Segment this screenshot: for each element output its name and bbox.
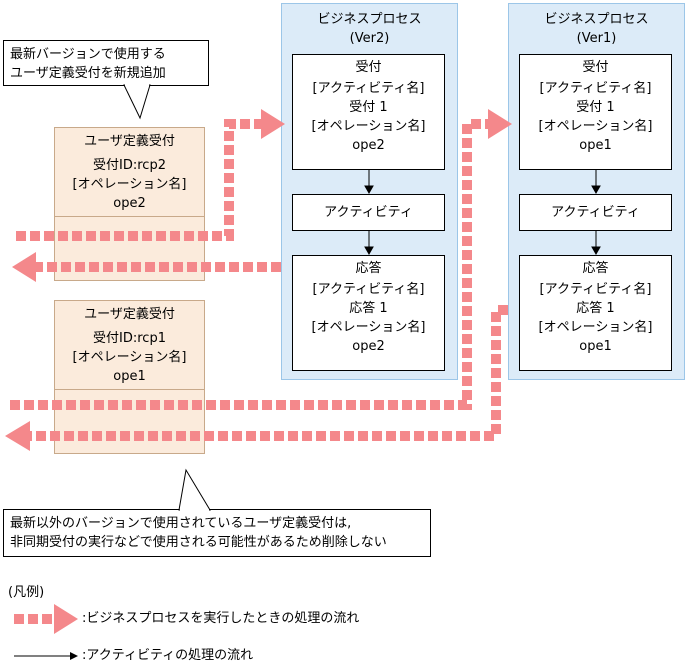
callout-bottom-tail xyxy=(178,468,211,511)
receive-activity-label: [アクティビティ名] xyxy=(312,81,425,96)
process-title-line2: (Ver2) xyxy=(349,31,390,46)
flow-rcp2-to-ver2 xyxy=(16,119,263,241)
activity-box: アクティビティ xyxy=(292,194,445,231)
callout-line1: 最新バージョンで使用する xyxy=(10,47,166,62)
process-title-line1: ビジネスプロセス xyxy=(317,12,422,27)
response-activity-name: 応答 1 xyxy=(349,301,388,316)
udr-divider xyxy=(55,216,204,217)
response-title: 応答 xyxy=(582,261,609,276)
response-activity-box: 応答 [アクティビティ名] 応答 1 [オペレーション名] ope2 xyxy=(292,255,445,371)
activity-arrows xyxy=(364,170,601,256)
response-operation-label: [オペレーション名] xyxy=(311,320,426,335)
callout-keep-old-receive: 最新以外のバージョンで使用されているユーザ定義受付は, 非同期受付の実行などで使… xyxy=(3,509,431,557)
process-title: ビジネスプロセス (Ver1) xyxy=(509,10,684,48)
flow-arrowheads xyxy=(5,109,512,451)
receive-title: 受付 xyxy=(355,60,382,75)
legend-process-flow-mark xyxy=(14,604,78,634)
business-process-ver2: ビジネスプロセス (Ver2) 受付 [アクティビティ名] 受付 1 [オペレー… xyxy=(281,3,458,380)
callout-top-tail xyxy=(123,84,151,120)
udr-title: ユーザ定義受付 xyxy=(84,307,175,322)
receive-operation-label: [オペレーション名] xyxy=(538,119,653,134)
udr-divider xyxy=(55,389,204,390)
receive-activity-label: [アクティビティ名] xyxy=(539,81,652,96)
legend-activity-flow-label: :アクティビティの処理の流れ xyxy=(82,648,254,663)
callout-new-receive: 最新バージョンで使用する ユーザ定義受付を新規追加 xyxy=(3,40,209,86)
response-title: 応答 xyxy=(355,261,382,276)
legend-activity-flow-mark xyxy=(14,652,78,660)
callout-line2: ユーザ定義受付を新規追加 xyxy=(10,66,166,81)
process-title: ビジネスプロセス (Ver2) xyxy=(282,10,457,48)
response-activity-name: 応答 1 xyxy=(576,301,615,316)
udr-operation-name: ope2 xyxy=(113,196,146,211)
receive-activity-name: 受付 1 xyxy=(349,100,388,115)
udr-operation-label: [オペレーション名] xyxy=(72,177,187,192)
receive-activity-box: 受付 [アクティビティ名] 受付 1 [オペレーション名] ope1 xyxy=(519,54,672,170)
legend-title: (凡例) xyxy=(8,585,45,600)
udr-operation-label: [オペレーション名] xyxy=(72,350,187,365)
user-defined-receive-rcp2: ユーザ定義受付 受付ID:rcp2 [オペレーション名] ope2 xyxy=(54,127,205,281)
process-title-line2: (Ver1) xyxy=(576,31,617,46)
response-operation-label: [オペレーション名] xyxy=(538,320,653,335)
process-flow-arrows xyxy=(10,119,508,441)
receive-activity-box: 受付 [アクティビティ名] 受付 1 [オペレーション名] ope2 xyxy=(292,54,445,170)
udr-title: ユーザ定義受付 xyxy=(84,134,175,149)
receive-title: 受付 xyxy=(582,60,609,75)
callout-line2: 非同期受付の実行などで使用される可能性があるため削除しない xyxy=(10,535,387,550)
response-activity-box: 応答 [アクティビティ名] 応答 1 [オペレーション名] ope1 xyxy=(519,255,672,371)
legend-process-flow-label: :ビジネスプロセスを実行したときの処理の流れ xyxy=(82,611,360,626)
activity-box: アクティビティ xyxy=(519,194,672,231)
udr-receive-id: 受付ID:rcp2 xyxy=(93,158,166,173)
activity-title: アクティビティ xyxy=(324,205,413,220)
callout-line1: 最新以外のバージョンで使用されているユーザ定義受付は, xyxy=(10,516,352,531)
receive-operation-name: ope1 xyxy=(579,138,612,153)
udr-receive-id: 受付ID:rcp1 xyxy=(93,331,166,346)
response-activity-label: [アクティビティ名] xyxy=(312,282,425,297)
flow-ver1-response-out xyxy=(28,305,508,441)
receive-activity-name: 受付 1 xyxy=(576,100,615,115)
activity-title: アクティビティ xyxy=(551,205,640,220)
response-operation-name: ope2 xyxy=(352,339,385,354)
process-title-line1: ビジネスプロセス xyxy=(544,12,649,27)
user-defined-receive-rcp1: ユーザ定義受付 受付ID:rcp1 [オペレーション名] ope1 xyxy=(54,300,205,454)
response-activity-label: [アクティビティ名] xyxy=(539,282,652,297)
receive-operation-name: ope2 xyxy=(352,138,385,153)
flow-rcp1-to-ver1 xyxy=(10,119,490,410)
response-operation-name: ope1 xyxy=(579,339,612,354)
udr-operation-name: ope1 xyxy=(113,369,146,384)
business-process-ver1: ビジネスプロセス (Ver1) 受付 [アクティビティ名] 受付 1 [オペレー… xyxy=(508,3,685,380)
receive-operation-label: [オペレーション名] xyxy=(311,119,426,134)
